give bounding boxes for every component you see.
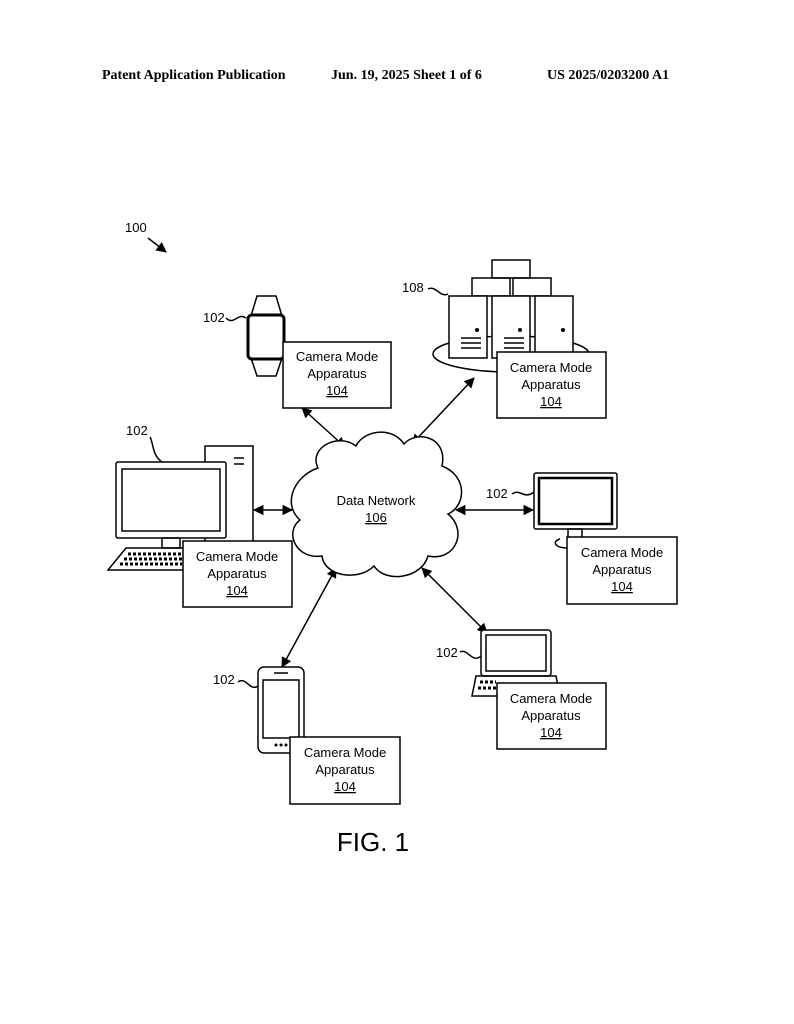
monitor-ref-leader [511, 491, 535, 496]
apparatus-box-laptop: Camera Mode Apparatus 104 [496, 682, 607, 750]
watch-ref-label: 102 [203, 310, 225, 325]
system-ref-arrow [147, 237, 167, 253]
apparatus-title: Camera Mode [510, 360, 592, 375]
server-link-arrow [411, 377, 475, 445]
laptop-device: 102 [436, 629, 561, 697]
apparatus-ref: 104 [540, 394, 562, 409]
apparatus-subtitle: Apparatus [592, 562, 652, 577]
smartphone-device: 102 [213, 666, 305, 754]
publication-date-sheet: Jun. 19, 2025 Sheet 1 of 6 [331, 68, 482, 83]
smartwatch-device: 102 [203, 295, 286, 377]
desktop-monitor [115, 461, 227, 539]
apparatus-title: Camera Mode [304, 745, 386, 760]
publication-type: Patent Application Publication [102, 68, 286, 83]
desktop-ref-leader [149, 436, 163, 463]
apparatus-title: Camera Mode [196, 549, 278, 564]
network-label: Data Network [337, 493, 416, 508]
apparatus-box-watch: Camera Mode Apparatus 104 [282, 341, 392, 409]
monitor-device: 102 [486, 472, 618, 549]
figure-label: FIG. 1 [337, 827, 409, 857]
laptop-screen [485, 634, 547, 672]
watch-face [246, 313, 286, 361]
apparatus-subtitle: Apparatus [521, 708, 581, 723]
server-stack-left [471, 277, 511, 297]
server-ref-label: 108 [402, 280, 424, 295]
apparatus-title: Camera Mode [296, 349, 378, 364]
phone-ref-label: 102 [213, 672, 235, 687]
monitor-stand [554, 538, 569, 549]
laptop-ref-label: 102 [436, 645, 458, 660]
watch-strap-top [249, 295, 284, 317]
apparatus-subtitle: Apparatus [307, 366, 367, 381]
apparatus-title: Camera Mode [510, 691, 592, 706]
laptop-lid [480, 629, 552, 677]
phone-body [257, 666, 305, 754]
monitor-ref-label: 102 [486, 486, 508, 501]
apparatus-box-phone: Camera Mode Apparatus 104 [289, 736, 401, 805]
phone-ref-leader [237, 679, 259, 689]
data-network-cloud: Data Network 106 [290, 431, 463, 578]
watch-ref-leader [225, 315, 247, 322]
apparatus-ref: 104 [540, 725, 562, 740]
monitor-screen [537, 476, 614, 526]
apparatus-subtitle: Apparatus [207, 566, 267, 581]
watch-strap-bottom [249, 357, 284, 377]
apparatus-title: Camera Mode [581, 545, 663, 560]
phone-link-arrow [281, 567, 337, 668]
laptop-link-arrow [421, 567, 488, 634]
apparatus-ref: 104 [334, 779, 356, 794]
desktop-ref-label: 102 [126, 423, 148, 438]
phone-screen [262, 679, 300, 739]
server-stack-right [512, 277, 552, 297]
apparatus-box-desktop: Camera Mode Apparatus 104 [182, 540, 293, 608]
publication-number: US 2025/0203200 A1 [547, 68, 670, 83]
apparatus-subtitle: Apparatus [521, 377, 581, 392]
apparatus-ref: 104 [326, 383, 348, 398]
apparatus-ref: 104 [611, 579, 633, 594]
server-ref-leader [427, 287, 449, 296]
desktop-screen [121, 468, 221, 532]
system-ref-label: 100 [125, 220, 147, 235]
network-ref: 106 [365, 510, 387, 525]
server-stack-top [491, 259, 531, 279]
apparatus-subtitle: Apparatus [315, 762, 375, 777]
apparatus-box-server: Camera Mode Apparatus 104 [496, 351, 607, 419]
apparatus-box-monitor: Camera Mode Apparatus 104 [566, 536, 678, 605]
page-header: Patent Application Publication Jun. 19, … [0, 68, 794, 88]
server-tower-3 [534, 295, 574, 359]
apparatus-ref: 104 [226, 583, 248, 598]
laptop-ref-leader [459, 650, 482, 659]
